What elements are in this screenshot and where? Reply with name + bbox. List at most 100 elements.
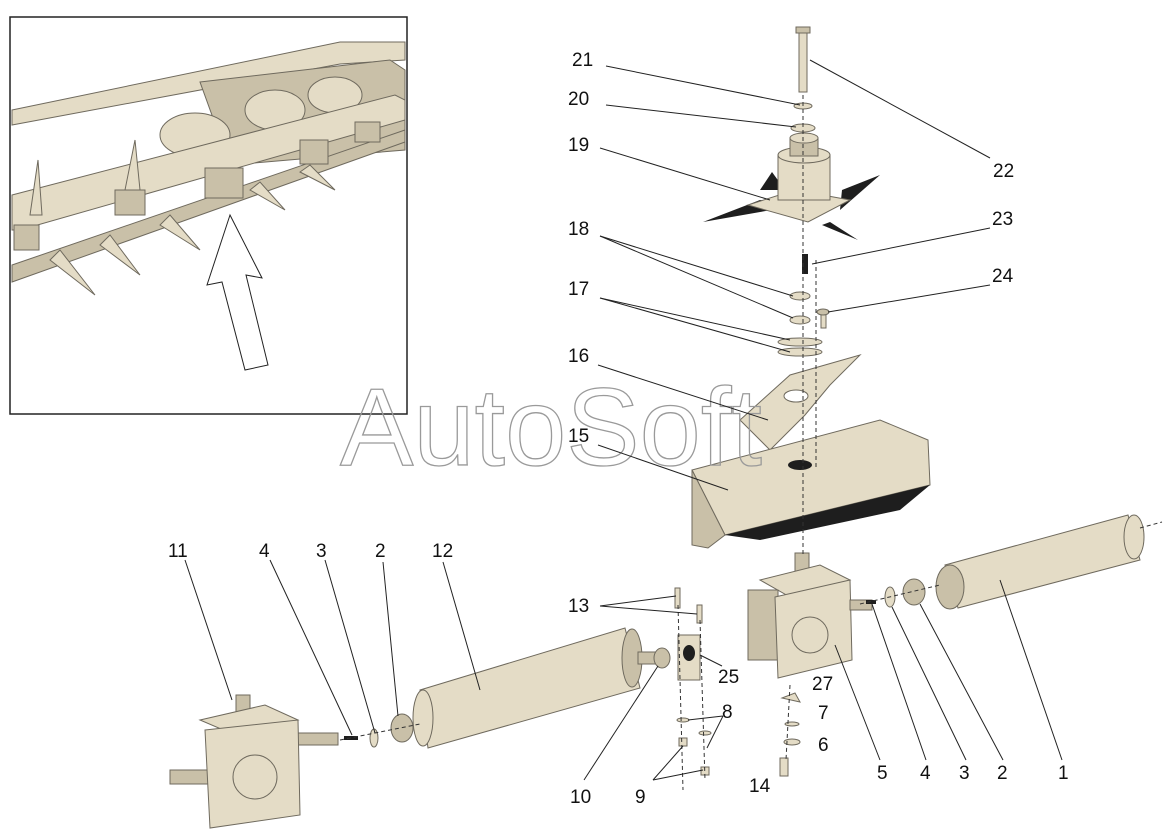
leader-12	[442, 561, 481, 691]
tube-end	[1123, 514, 1145, 560]
leader-20	[605, 104, 797, 128]
part-8-washer	[676, 717, 690, 723]
leader-10	[583, 665, 659, 781]
part-4-key	[866, 600, 876, 604]
callout-3b: 3	[959, 763, 970, 784]
callout-14: 14	[749, 776, 771, 797]
callout-2b: 2	[997, 763, 1008, 784]
leader-24	[827, 284, 991, 313]
leader-4b	[871, 603, 927, 761]
part-6-washer	[783, 738, 801, 746]
callout-labels: 21 20 19 22 23 18 24 17 16 15 11 4 3 2 1…	[168, 50, 1069, 808]
part-13-bolt	[674, 587, 681, 609]
callout-2: 2	[375, 541, 386, 562]
assembly-axis	[785, 684, 791, 761]
part-17-plate	[777, 347, 823, 357]
leader-13b	[599, 605, 698, 615]
callout-11: 11	[168, 541, 188, 562]
tube-body	[419, 627, 641, 749]
callout-15: 15	[568, 426, 589, 447]
gearbox-cover	[232, 754, 278, 800]
callout-5: 5	[877, 763, 888, 784]
part-1-tube	[935, 514, 1145, 610]
inset-gearbox	[354, 121, 381, 143]
callout-17: 17	[568, 279, 589, 300]
part-22-bolt-head	[795, 26, 811, 34]
housing-hole	[788, 460, 812, 470]
leader-2b	[919, 603, 1004, 761]
callout-21: 21	[572, 50, 593, 71]
gearbox-body	[204, 719, 301, 829]
inset-knife	[299, 164, 336, 191]
knife-blade	[822, 222, 858, 240]
callout-27: 27	[812, 674, 833, 695]
part-3-ring-left	[369, 728, 379, 748]
leader-8a	[687, 715, 724, 721]
part-19-knife-hub	[703, 132, 880, 240]
callout-3: 3	[316, 541, 327, 562]
leader-3b	[891, 606, 967, 761]
gearbox-left-shaft	[169, 769, 211, 785]
leader-17a	[599, 297, 791, 341]
callout-1: 1	[1058, 763, 1069, 784]
hub-collar-top	[789, 132, 819, 144]
leader-21	[605, 65, 801, 106]
gearbox-left-face	[747, 589, 779, 661]
part-14-bolt	[779, 757, 789, 777]
assembly-axis	[677, 604, 684, 791]
leader-8b	[706, 715, 724, 749]
callout-19: 19	[568, 135, 589, 156]
part-18-ring	[789, 315, 811, 325]
inset-spike	[29, 159, 43, 216]
part-13-bolt	[696, 604, 703, 624]
part-22-bolt	[798, 29, 808, 93]
leader-1	[999, 579, 1063, 761]
tube-end	[412, 689, 434, 747]
leader-2	[382, 561, 399, 717]
inset-main-tube	[11, 94, 406, 231]
inset-knife	[249, 181, 286, 211]
part-24-screw-head	[816, 308, 830, 316]
knife-blade	[840, 175, 880, 210]
part-25-bearing	[677, 634, 701, 681]
leader-17b	[599, 297, 791, 353]
leader-22	[809, 59, 991, 159]
part-27-lockwasher	[780, 692, 801, 703]
leader-18a	[599, 235, 794, 297]
part-12-tube	[412, 627, 661, 749]
part-9-nut	[678, 737, 688, 747]
leader-3	[324, 559, 376, 734]
assembly-axis	[699, 619, 706, 781]
part-23-pin	[802, 254, 808, 274]
callout-25: 25	[718, 667, 739, 688]
callout-13: 13	[568, 596, 589, 617]
part-11-gearbox	[169, 694, 339, 829]
housing-shadow	[725, 485, 930, 540]
tube-body	[944, 514, 1141, 609]
leader-16	[597, 364, 769, 421]
part-10-bushing	[653, 647, 671, 669]
part-2-coupling	[902, 578, 926, 606]
leader-23	[811, 227, 991, 265]
inset-gearbox	[204, 167, 244, 199]
part-4-key-left	[344, 736, 358, 740]
leader-25	[699, 654, 723, 667]
part-15-housing	[691, 419, 931, 549]
leader-9b	[652, 769, 704, 781]
part-24-screw	[820, 313, 827, 329]
bearing-bore	[683, 645, 695, 661]
callout-20: 20	[568, 89, 589, 110]
callout-18: 18	[568, 219, 589, 240]
part-7-washer	[784, 721, 800, 727]
leader-18b	[599, 235, 794, 319]
callout-4b: 4	[920, 763, 931, 784]
inset-knife	[159, 214, 201, 251]
leader-lines	[184, 59, 1063, 781]
callout-9: 9	[635, 787, 646, 808]
leader-15	[597, 444, 729, 491]
inset-view	[9, 16, 408, 415]
gearbox-right-shaft	[297, 732, 339, 746]
callout-23: 23	[992, 209, 1013, 230]
assembly-axis	[1139, 521, 1163, 529]
